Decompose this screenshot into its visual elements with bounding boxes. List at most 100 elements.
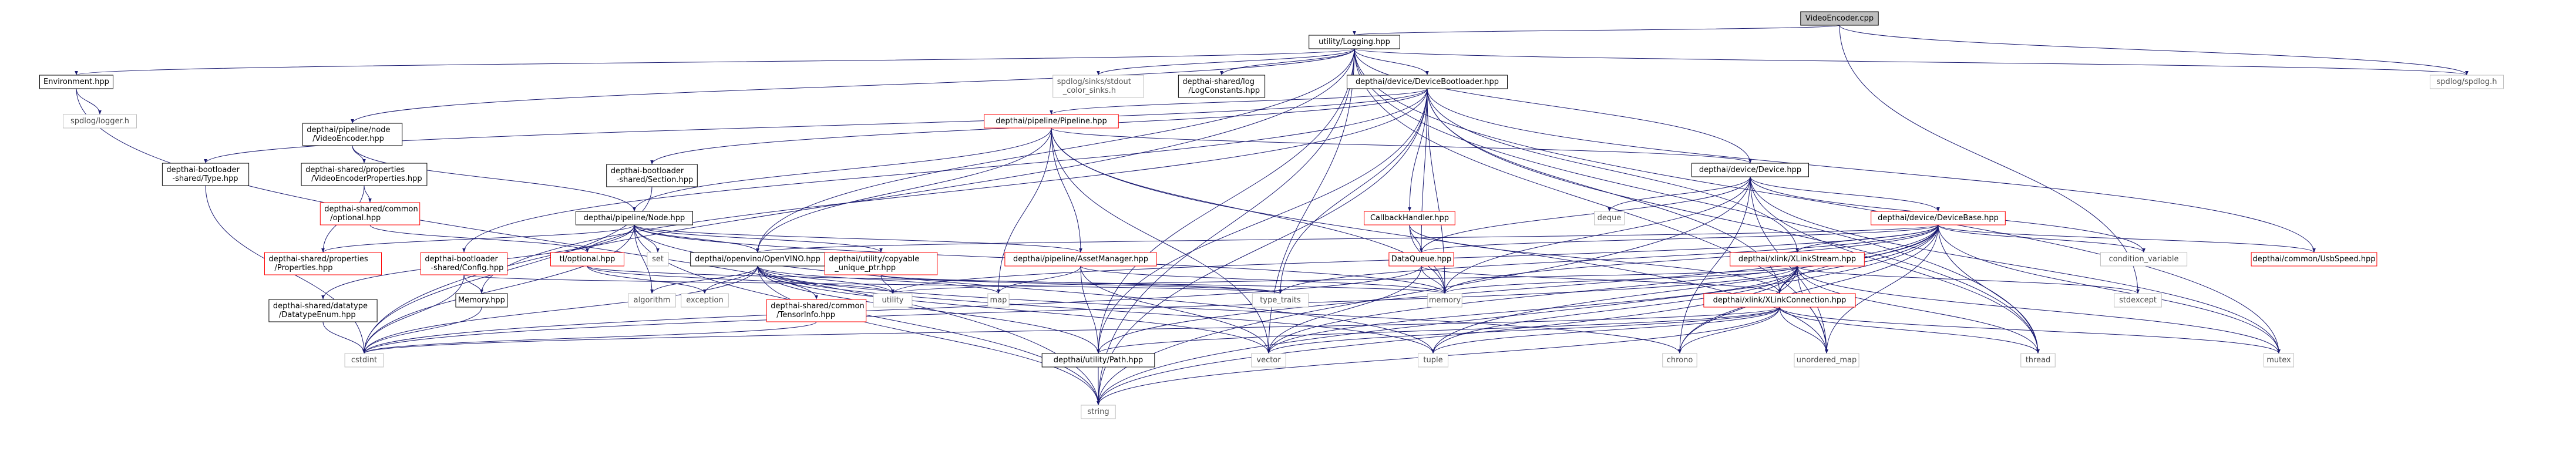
node-label: chrono: [1667, 356, 1693, 365]
node-map: map: [987, 293, 1010, 308]
node-xlinkconnection[interactable]: depthai/xlink/XLinkConnection.hpp: [1703, 293, 1856, 308]
edge-openvino-to-vector: [757, 265, 1270, 354]
node-label: algorithm: [634, 296, 671, 305]
node-path[interactable]: depthai/utility/Path.hpp: [1041, 353, 1155, 368]
node-box: [2264, 353, 2294, 368]
node-box: [1309, 35, 1400, 49]
node-box: [1794, 353, 1859, 368]
edge-pipeline-to-map: [997, 127, 1052, 294]
node-tloptional[interactable]: tl/optional.hpp: [550, 252, 624, 267]
node-videoencoder[interactable]: VideoEncoder.cpp: [1800, 11, 1879, 26]
node-box: [320, 202, 421, 225]
node-box: [162, 163, 250, 186]
edge-tloptional-to-utility: [587, 265, 894, 294]
node-label: VideoEncoder.cpp: [1805, 14, 1874, 23]
node-properties[interactable]: depthai-shared/properties/Properties.hpp: [264, 252, 382, 275]
node-memoryhpp[interactable]: Memory.hpp: [455, 293, 508, 308]
node-box: [1347, 75, 1508, 89]
node-shared-optional[interactable]: depthai-shared/common/optional.hpp: [320, 202, 421, 225]
edge-node-to-tuple: [634, 224, 1435, 354]
node-box: [1052, 75, 1144, 98]
edge-node-to-assetmanager: [634, 224, 1082, 253]
edge-node-to-tloptional: [586, 224, 635, 253]
node-box: [647, 252, 669, 267]
node-label: /VideoEncoder.hpp: [312, 134, 384, 143]
node-node[interactable]: depthai/pipeline/Node.hpp: [576, 211, 693, 225]
node-label: thread: [2026, 356, 2051, 365]
edge-xlinkstream-to-vector: [1267, 265, 1798, 354]
edge-devicebootloader-to-memoryhpp: [480, 88, 1428, 294]
node-box: [1364, 211, 1455, 225]
node-bootloader-config[interactable]: depthai-bootloader-shared/Config.hpp: [420, 252, 508, 275]
node-label: deque: [1598, 214, 1622, 223]
node-label: depthai/utility/copyable: [829, 255, 919, 264]
node-box: [576, 211, 693, 225]
node-label: _unique_ptr.hpp: [834, 264, 896, 272]
edge-bootloader_config-to-type_traits: [463, 274, 1282, 294]
edge-openvino-to-chrono: [757, 265, 1682, 354]
node-openvino[interactable]: depthai/openvino/OpenVINO.hpp: [690, 252, 825, 267]
node-assetmanager[interactable]: depthai/pipeline/AssetManager.hpp: [1004, 252, 1157, 267]
node-logging[interactable]: utility/Logging.hpp: [1309, 35, 1400, 49]
node-xlinkstream[interactable]: depthai/xlink/XLinkStream.hpp: [1730, 252, 1865, 267]
edge-node-to-cstdint: [362, 224, 635, 354]
node-bootloader-type[interactable]: depthai-bootloader-shared/Type.hpp: [162, 163, 250, 186]
node-devicebootloader[interactable]: depthai/device/DeviceBootloader.hpp: [1347, 75, 1508, 89]
node-label: string: [1087, 408, 1109, 416]
node-videoencoder-props[interactable]: depthai-shared/properties/VideoEncoderPr…: [301, 163, 428, 186]
node-box: [1418, 353, 1448, 368]
edge-node-to-openvino: [634, 224, 759, 253]
node-box: [455, 293, 508, 308]
node-label: depthai-shared/properties: [269, 255, 368, 264]
edge-pipeline-to-assetmanager: [1051, 127, 1082, 253]
edge-logging-to-videoencoder_node: [351, 48, 1355, 124]
node-usbspeed[interactable]: depthai/common/UsbSpeed.hpp: [2251, 252, 2377, 267]
node-devicebase[interactable]: depthai/device/DeviceBase.hpp: [1871, 211, 2006, 225]
node-box: [1081, 405, 1116, 419]
node-bootloader-section[interactable]: depthai-bootloader-shared/Section.hpp: [606, 164, 698, 187]
node-tensorinfo[interactable]: depthai-shared/common/TensorInfo.hpp: [766, 299, 867, 322]
edge-logging-to-mutex: [1354, 48, 2281, 354]
edge-devicebase-to-openvino: [756, 224, 1939, 253]
edge-videoencoder_node-to-node: [352, 145, 636, 212]
node-box: [1252, 293, 1309, 308]
edge-assetmanager-to-vector: [1080, 265, 1270, 354]
node-environment[interactable]: Environment.hpp: [39, 75, 113, 89]
edge-devicebase-to-thread: [1938, 224, 2040, 354]
edge-videoencoder-to-logging: [1353, 25, 1840, 36]
node-label: mutex: [2266, 356, 2291, 365]
edge-devicebase-to-tuple: [1431, 224, 1939, 354]
edge-dataqueue-to-vector: [1267, 265, 1422, 354]
node-logconstants[interactable]: depthai-shared/log/LogConstants.hpp: [1178, 75, 1266, 98]
node-box: [2114, 293, 2162, 308]
edge-tensorinfo-to-cstdint: [362, 321, 817, 354]
node-label: depthai/xlink/XLinkConnection.hpp: [1713, 296, 1847, 305]
node-label: /DatatypeEnum.hpp: [279, 311, 356, 319]
edge-devicebootloader-to-thread: [1427, 88, 2040, 354]
node-set: set: [647, 252, 669, 267]
node-datatypeenum[interactable]: depthai-shared/datatype/DatatypeEnum.hpp: [268, 299, 378, 322]
node-videoencoder-node[interactable]: depthai/pipeline/node/VideoEncoder.hpp: [302, 123, 403, 146]
node-tuple: tuple: [1418, 353, 1448, 368]
node-chrono: chrono: [1662, 353, 1697, 368]
edge-xlinkconnection-to-path: [1097, 307, 1780, 354]
edge-logging-to-devicebootloader: [1354, 48, 1429, 76]
node-box: [628, 293, 676, 308]
node-deque: deque: [1594, 211, 1625, 225]
node-dataqueue[interactable]: DataQueue.hpp: [1388, 252, 1454, 267]
node-label: depthai-shared/properties: [305, 166, 405, 174]
node-callbackhandler[interactable]: CallbackHandler.hpp: [1364, 211, 1455, 225]
node-pipeline[interactable]: depthai/pipeline/Pipeline.hpp: [984, 114, 1119, 129]
node-thread: thread: [2020, 353, 2056, 368]
node-spdlog: spdlog/spdlog.h: [2430, 75, 2504, 89]
node-label: depthai-bootloader: [166, 166, 240, 174]
node-label: spdlog/logger.h: [70, 117, 129, 126]
edge-xlinkstream-to-memory: [1443, 265, 1798, 294]
edge-device-to-devicebase: [1750, 176, 1940, 212]
node-copyable[interactable]: depthai/utility/copyable_unique_ptr.hpp: [824, 252, 938, 275]
node-label: spdlog/spdlog.h: [2437, 78, 2497, 86]
node-spdlog-sinks: spdlog/sinks/stdout_color_sinks.h: [1052, 75, 1144, 98]
node-label: set: [652, 255, 664, 264]
edge-logging-to-spdlog: [1354, 48, 2469, 76]
node-device[interactable]: depthai/device/Device.hpp: [1691, 163, 1809, 177]
